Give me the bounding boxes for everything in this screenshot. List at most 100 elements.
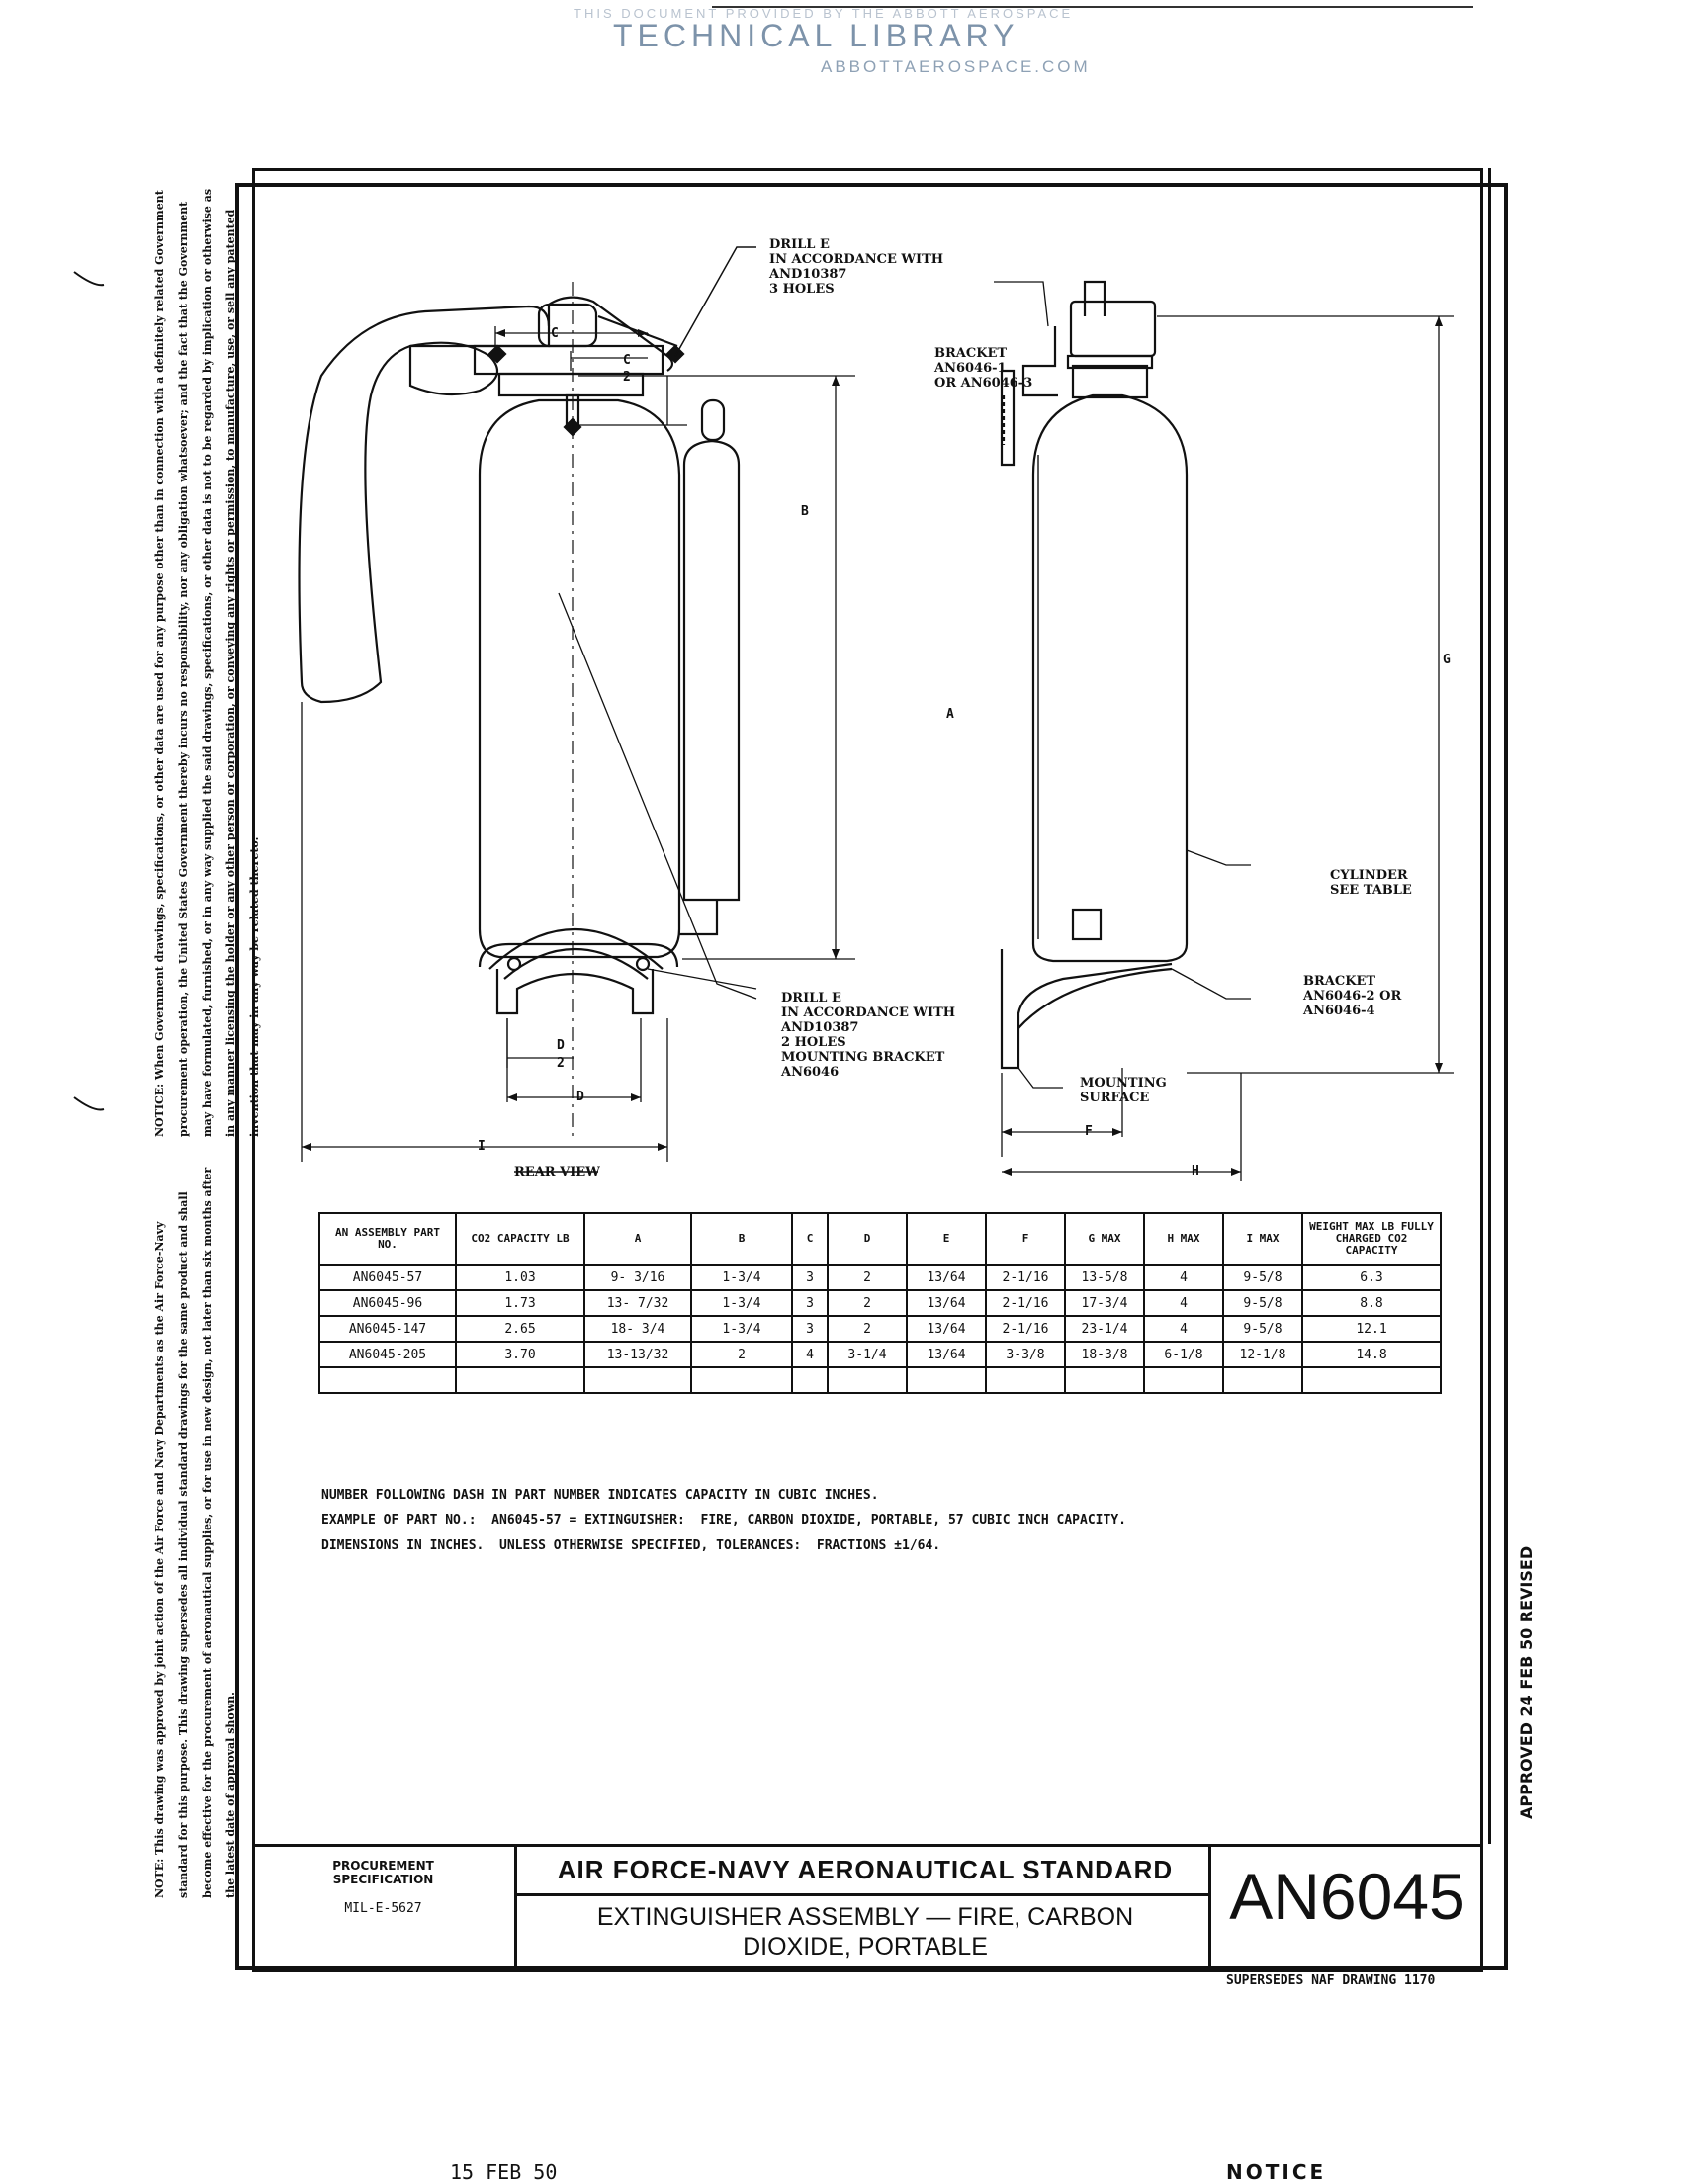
callout-cylinder: CYLINDER SEE TABLE xyxy=(1330,868,1412,898)
table-cell: 4 xyxy=(1143,1289,1224,1317)
drawing-title: EXTINGUISHER ASSEMBLY — FIRE, CARBON DIO… xyxy=(534,1902,1196,1962)
note-dimensions: DIMENSIONS IN INCHES. UNLESS OTHERWISE S… xyxy=(321,1538,941,1553)
col-b: B xyxy=(690,1212,793,1266)
dim-c-half-num: C xyxy=(623,353,631,368)
note-part-number: NUMBER FOLLOWING DASH IN PART NUMBER IND… xyxy=(321,1488,879,1503)
col-i-max: I MAX xyxy=(1222,1212,1303,1266)
table-cell: 18-3/8 xyxy=(1064,1341,1145,1368)
table-cell: 3-3/8 xyxy=(985,1341,1066,1368)
callout-drill-top: DRILL E IN ACCORDANCE WITH AND10387 3 HO… xyxy=(769,237,944,297)
revision-band xyxy=(1488,168,1513,1844)
table-row xyxy=(318,1366,1442,1394)
callout-bracket-top: BRACKET AN6046-1 OR AN6046-3 xyxy=(934,346,1033,391)
table-header-row: AN ASSEMBLY PART NO. CO2 CAPACITY LB A B… xyxy=(318,1212,1442,1266)
table-cell: 3 xyxy=(791,1264,829,1291)
col-g-max: G MAX xyxy=(1064,1212,1145,1266)
title-block xyxy=(252,1844,1483,1973)
table-cell: 9-5/8 xyxy=(1222,1289,1303,1317)
col-a: A xyxy=(583,1212,692,1266)
table-cell xyxy=(1064,1366,1145,1394)
note-example: EXAMPLE OF PART NO.: AN6045-57 = EXTINGU… xyxy=(321,1513,1126,1528)
table-cell: 1-3/4 xyxy=(690,1264,793,1291)
rear-view-label: REAR VIEW xyxy=(514,1165,600,1179)
table-cell: 13-13/32 xyxy=(583,1341,692,1368)
table-cell: 4 xyxy=(1143,1315,1224,1343)
table-cell: 13/64 xyxy=(906,1315,987,1343)
table-cell: 23-1/4 xyxy=(1064,1315,1145,1343)
table-cell: 1.03 xyxy=(455,1264,585,1291)
table-cell xyxy=(318,1366,457,1394)
notice-stamp: NOTICE xyxy=(1226,2160,1327,2184)
header-rule xyxy=(712,6,1473,8)
title-divider xyxy=(514,1893,1208,1896)
table-cell xyxy=(1301,1366,1442,1394)
table-cell xyxy=(455,1366,585,1394)
table-cell: 9-5/8 xyxy=(1222,1264,1303,1291)
table-cell: 18- 3/4 xyxy=(583,1315,692,1343)
dim-c-half-den: 2 xyxy=(623,370,631,385)
dim-g: G xyxy=(1443,653,1451,667)
table-cell: 13-5/8 xyxy=(1064,1264,1145,1291)
table-cell: 1-3/4 xyxy=(690,1289,793,1317)
table-cell xyxy=(690,1366,793,1394)
table-cell: 3 xyxy=(791,1289,829,1317)
cylinder-body xyxy=(478,398,681,959)
table-cell xyxy=(906,1366,987,1394)
dimensions-table: AN ASSEMBLY PART NO. CO2 CAPACITY LB A B… xyxy=(318,1212,1442,1394)
watermark-title: TECHNICAL LIBRARY xyxy=(613,18,1019,53)
dim-b: B xyxy=(801,504,809,519)
table-cell xyxy=(791,1366,829,1394)
table-cell: 2 xyxy=(827,1289,908,1317)
col-weight: WEIGHT MAX LB FULLY CHARGED CO2 CAPACITY xyxy=(1301,1212,1442,1266)
table-cell: 6-1/8 xyxy=(1143,1341,1224,1368)
callout-bracket-bottom: BRACKET AN6046-2 OR AN6046-4 xyxy=(1303,974,1402,1018)
table-cell: 9-5/8 xyxy=(1222,1315,1303,1343)
table-cell xyxy=(583,1366,692,1394)
procurement-label: PROCUREMENT SPECIFICATION xyxy=(332,1859,434,1886)
table-cell: 1-3/4 xyxy=(690,1315,793,1343)
table-cell xyxy=(1222,1366,1303,1394)
table-cell: 13/64 xyxy=(906,1264,987,1291)
approval-note: NOTE: This drawing was approved by joint… xyxy=(153,1167,237,1898)
col-f: F xyxy=(985,1212,1066,1266)
handle xyxy=(298,305,551,704)
table-cell xyxy=(827,1366,908,1394)
table-cell: AN6045-205 xyxy=(318,1341,457,1368)
col-d: D xyxy=(827,1212,908,1266)
table-cell: 12-1/8 xyxy=(1222,1341,1303,1368)
table-cell: 2-1/16 xyxy=(985,1289,1066,1317)
table-cell: AN6045-96 xyxy=(318,1289,457,1317)
table-cell: 2 xyxy=(827,1315,908,1343)
table-cell: 2-1/16 xyxy=(985,1264,1066,1291)
part-number: AN6045 xyxy=(1229,1860,1465,1933)
table-cell: 2.65 xyxy=(455,1315,585,1343)
watermark-provided-by: THIS DOCUMENT PROVIDED BY THE ABBOTT AER… xyxy=(574,6,1074,21)
dim-h: H xyxy=(1192,1164,1199,1179)
table-cell: 13/64 xyxy=(906,1289,987,1317)
extinguisher-drawing xyxy=(298,246,1454,1181)
title-line-2: DIOXIDE, PORTABLE xyxy=(743,1933,988,1961)
sheet-border xyxy=(235,183,1508,1970)
table-cell xyxy=(985,1366,1066,1394)
col-h-max: H MAX xyxy=(1143,1212,1224,1266)
date-stamp: 15 FEB 50 xyxy=(450,2160,558,2184)
title-line-1: EXTINGUISHER ASSEMBLY — FIRE, CARBON xyxy=(596,1903,1134,1931)
table-cell: 2 xyxy=(690,1341,793,1368)
table-cell: AN6045-57 xyxy=(318,1264,457,1291)
table-cell: 17-3/4 xyxy=(1064,1289,1145,1317)
table-cell: 2 xyxy=(827,1264,908,1291)
table-cell: 4 xyxy=(1143,1264,1224,1291)
government-notice: NOTICE: When Government drawings, specif… xyxy=(153,188,261,1137)
drawing-frame xyxy=(252,168,1483,1972)
table-cell: 13- 7/32 xyxy=(583,1289,692,1317)
table-cell: 3.70 xyxy=(455,1341,585,1368)
table-cell: AN6045-147 xyxy=(318,1315,457,1343)
table-cell: 8.8 xyxy=(1301,1289,1442,1317)
table-cell: 1.73 xyxy=(455,1289,585,1317)
table-cell xyxy=(1143,1366,1224,1394)
title-cell xyxy=(514,1847,1211,1970)
table-cell: 13/64 xyxy=(906,1341,987,1368)
